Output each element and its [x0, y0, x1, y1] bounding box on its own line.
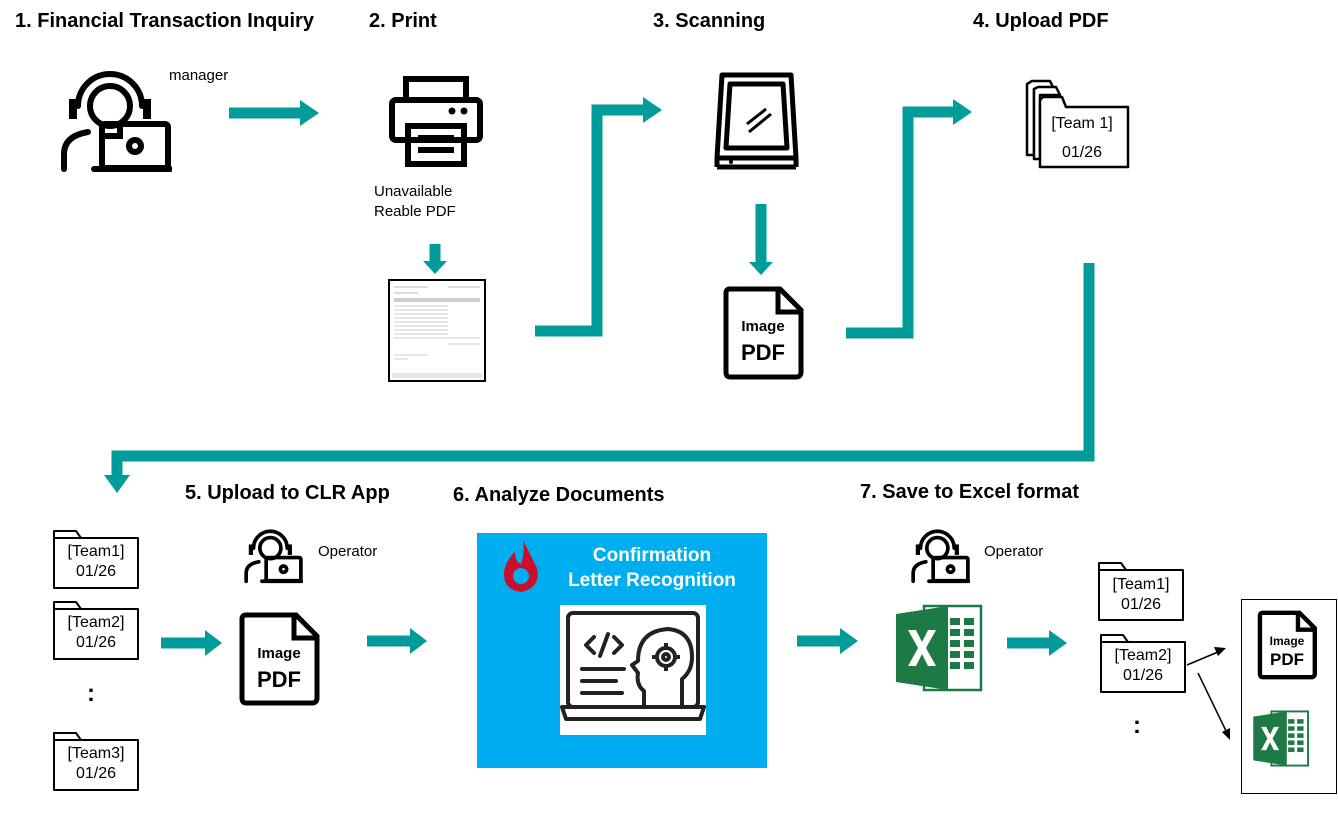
- code-ai-laptop-icon: [560, 611, 706, 721]
- clr-app-panel: Confirmation Letter Recognition: [477, 533, 767, 768]
- clr-title-line1: Confirmation: [592, 545, 712, 566]
- flame-logo-icon: [503, 540, 538, 592]
- result-box: Image PDF: [1241, 599, 1337, 794]
- folder-icon: [1098, 562, 1184, 621]
- left-ellipsis: :: [87, 680, 95, 707]
- pdf-pdf-label: PDF: [257, 667, 301, 692]
- right-ellipsis: :: [1133, 712, 1141, 739]
- folder-icon: [1100, 634, 1186, 693]
- left-folder-1-date: 01/26: [75, 563, 117, 580]
- headset-user-icon: [244, 529, 303, 584]
- step-3-title: 3. Scanning: [653, 10, 766, 32]
- unavailable-label-line2: Reable PDF: [374, 203, 456, 220]
- manager-label: manager: [169, 67, 229, 84]
- left-folder-1-team: [Team1]: [67, 543, 125, 560]
- pdf-image-label: Image: [257, 645, 301, 662]
- right-folder-2-date: 01/26: [1122, 667, 1164, 684]
- step-7-title: 7. Save to Excel format: [860, 481, 1079, 503]
- clr-title-line2: Letter Recognition: [568, 570, 736, 591]
- pdf-image-label: Image: [741, 318, 785, 335]
- operator-label-5: Operator: [318, 543, 378, 560]
- left-folder-3-date: 01/26: [75, 765, 117, 782]
- step-4-title: 4. Upload PDF: [973, 10, 1109, 32]
- left-folder-3-team: [Team3]: [67, 745, 125, 762]
- step-2-title: 2. Print: [369, 10, 437, 32]
- left-folder-2-team: [Team2]: [67, 614, 125, 631]
- folder-icon: [53, 530, 139, 589]
- right-folder-1-team: [Team1]: [1112, 576, 1170, 593]
- pdf-pdf-label: PDF: [1270, 650, 1304, 669]
- folder-icon: [53, 732, 139, 791]
- step-6-title: 6. Analyze Documents: [453, 484, 665, 506]
- pdf-file-icon: [723, 286, 804, 380]
- step-1-title: 1. Financial Transaction Inquiry: [15, 10, 314, 32]
- operator-label-7: Operator: [984, 543, 1044, 560]
- pdf-image-label: Image: [1269, 634, 1305, 648]
- pdf-pdf-label: PDF: [741, 340, 785, 365]
- left-folder-2-date: 01/26: [75, 634, 117, 651]
- upload-folder-team: [Team 1]: [1051, 115, 1113, 132]
- step-5-title: 5. Upload to CLR App: [185, 482, 390, 504]
- upload-folder-date: 01/26: [1061, 144, 1103, 161]
- headset-user-icon: [911, 529, 970, 584]
- right-folder-2-team: [Team2]: [1114, 647, 1172, 664]
- clr-illustration: [560, 605, 706, 735]
- printer-icon: [389, 76, 483, 167]
- folder-stack-icon: [1025, 79, 1130, 169]
- scanner-icon: [714, 72, 799, 170]
- pdf-file-icon: [239, 612, 320, 706]
- folder-icon: [53, 601, 139, 660]
- headset-user-icon: [61, 71, 172, 172]
- document-icon: [388, 279, 486, 382]
- right-folder-1-date: 01/26: [1120, 596, 1162, 613]
- pdf-file-icon: [1257, 610, 1317, 680]
- unavailable-label-line1: Unavailable: [374, 183, 453, 200]
- excel-icon: [1253, 710, 1310, 767]
- excel-icon: [896, 604, 983, 692]
